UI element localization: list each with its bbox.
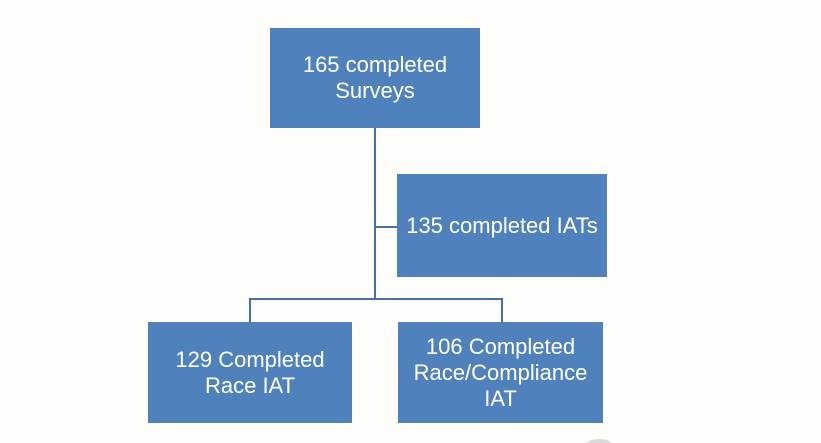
node-race-compliance-iat: 106 Completed Race/Compliance IAT bbox=[398, 322, 603, 423]
partial-shape-artifact bbox=[587, 439, 611, 443]
connector-stub-to-iats bbox=[375, 226, 398, 228]
connector-tbar-horizontal bbox=[249, 298, 503, 300]
connector-drop-left bbox=[249, 298, 251, 322]
node-race-compliance-iat-label: 106 Completed Race/Compliance IAT bbox=[413, 333, 588, 411]
connector-trunk-vertical bbox=[374, 128, 376, 300]
node-iats-label: 135 completed IATs bbox=[406, 212, 598, 238]
connector-drop-right bbox=[501, 298, 503, 322]
node-surveys-label: 165 completed Surveys bbox=[302, 52, 448, 103]
node-surveys: 165 completed Surveys bbox=[270, 28, 480, 128]
node-race-iat: 129 Completed Race IAT bbox=[148, 322, 352, 423]
node-iats: 135 completed IATs bbox=[397, 174, 607, 277]
node-race-iat-label: 129 Completed Race IAT bbox=[175, 346, 325, 398]
